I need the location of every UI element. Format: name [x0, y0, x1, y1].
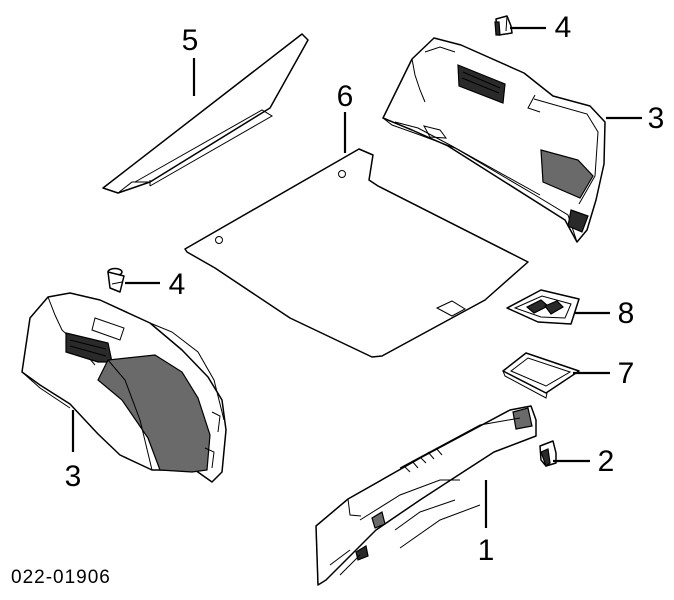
part-7-cover-lid [502, 352, 580, 399]
callout-8: 8 [618, 297, 635, 330]
part-6-floor-mat [184, 148, 529, 358]
callout-6: 6 [337, 80, 354, 113]
callout-3-right: 3 [648, 102, 665, 135]
part-4-mid-clip [107, 267, 125, 293]
part-3-right-side-lining [382, 37, 606, 243]
callout-4-mid: 4 [169, 268, 186, 301]
part-1-sill-trim-panel [315, 405, 537, 586]
part-8-tray [506, 289, 580, 325]
leader-lines [71, 26, 642, 528]
callout-5: 5 [182, 24, 199, 57]
part-4-top-clip [494, 15, 513, 36]
callout-3-left: 3 [65, 460, 82, 493]
part-2-clip [539, 440, 557, 467]
part-5-shelf-board [102, 33, 309, 194]
callout-7: 7 [618, 357, 635, 390]
diagram-code: 022-01906 [11, 567, 111, 588]
part-3-left-side-lining [21, 292, 227, 483]
callout-2: 2 [598, 445, 615, 478]
callout-labels: 5 6 4 3 4 3 8 7 2 1 [65, 11, 665, 567]
callout-4-top: 4 [555, 11, 572, 44]
callout-1: 1 [478, 534, 495, 567]
